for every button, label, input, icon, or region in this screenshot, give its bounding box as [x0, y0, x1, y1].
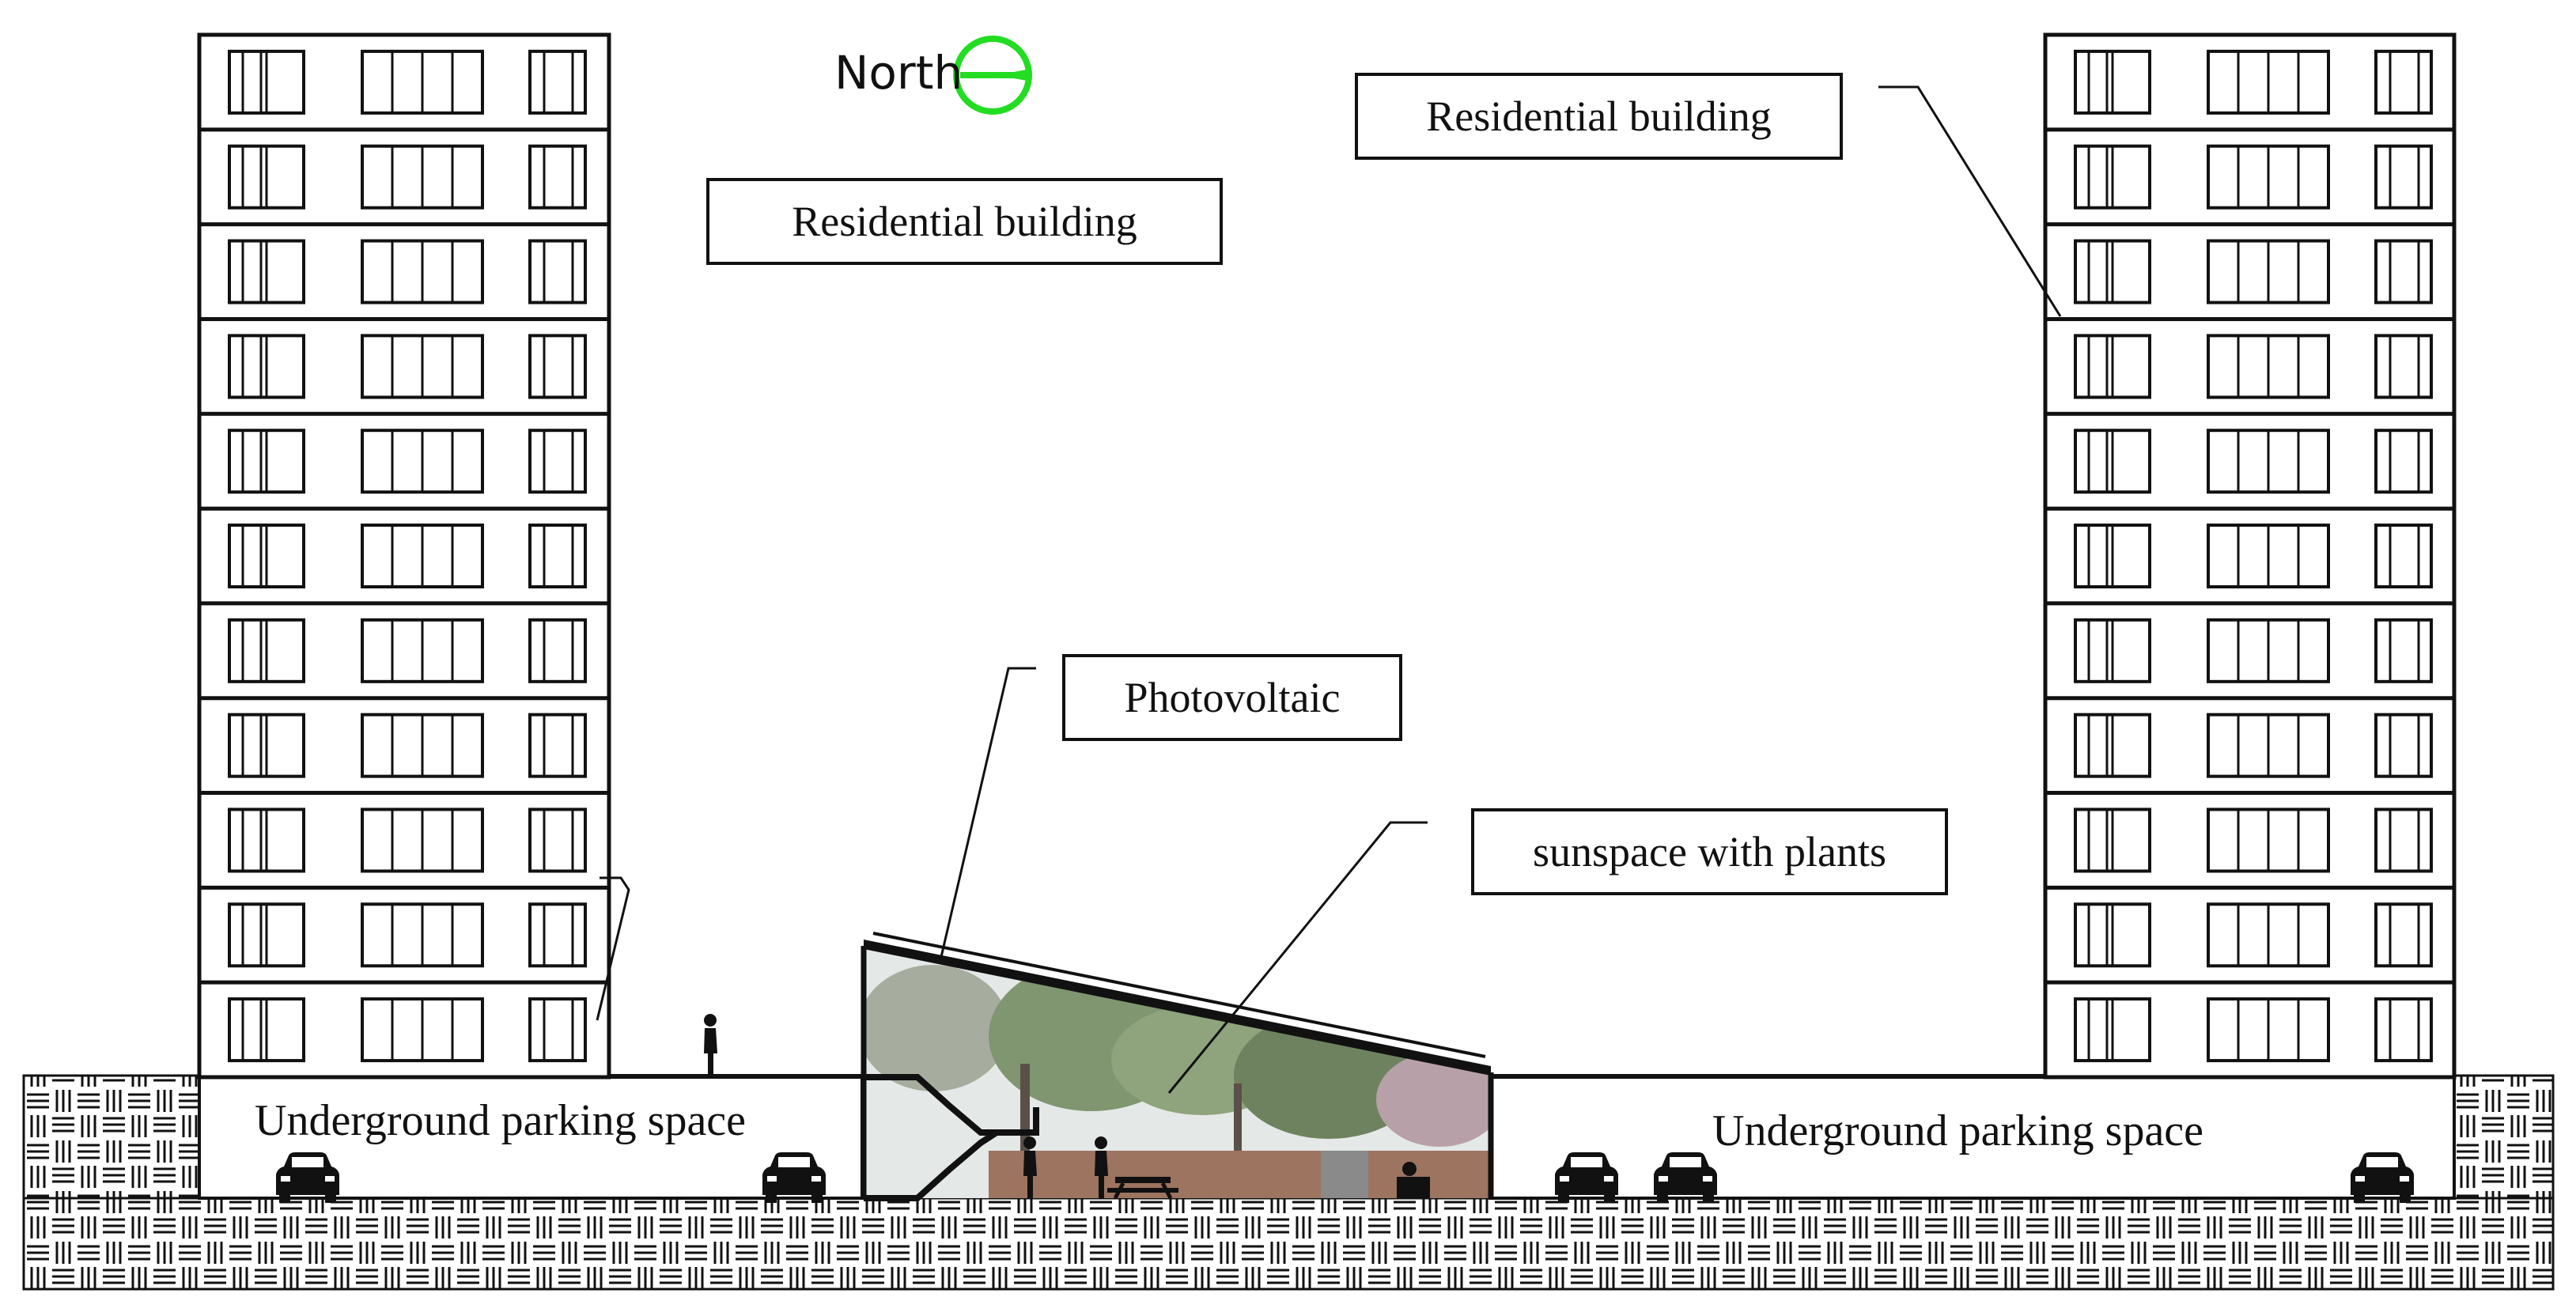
leader-line-residential-right: [1878, 85, 2062, 317]
sunspace-greenhouse: [861, 932, 1494, 1201]
label-sunspace: sunspace with plants: [1471, 808, 1948, 895]
label-text: Residential building: [1426, 93, 1772, 140]
label-north: North: [834, 46, 963, 100]
seated-person-icon: [1397, 1162, 1430, 1198]
north-arrow-icon: [953, 36, 1032, 115]
earth-left-edge: [22, 1074, 201, 1200]
label-photovoltaic: Photovoltaic: [1062, 654, 1402, 741]
parking-right-box: [1488, 1076, 2456, 1200]
label-parking-left: Underground parking space: [255, 1096, 747, 1145]
picnic-table-icon: [1107, 1177, 1178, 1200]
label-residential-building-right: Residential building: [1355, 73, 1843, 160]
leader-line-sunspace: [1167, 821, 1428, 1094]
earth-right-edge: [2453, 1074, 2555, 1200]
person-icon: [704, 1014, 717, 1076]
leader-line-residential-left: [596, 876, 630, 1021]
label-residential-building-left: Residential building: [706, 178, 1223, 265]
photovoltaic-roof: [864, 940, 1491, 1076]
leader-line-photovoltaic: [940, 667, 1036, 958]
label-text: Photovoltaic: [1124, 674, 1341, 721]
residential-building-left: [197, 32, 611, 1080]
residential-building-right: [2043, 32, 2457, 1080]
label-text: sunspace with plants: [1533, 828, 1886, 875]
stairs: [864, 1074, 1039, 1136]
label-parking-right: Underground parking space: [1712, 1106, 2204, 1155]
earth-band-bottom: [22, 1197, 2555, 1291]
label-text: Residential building: [792, 198, 1137, 245]
